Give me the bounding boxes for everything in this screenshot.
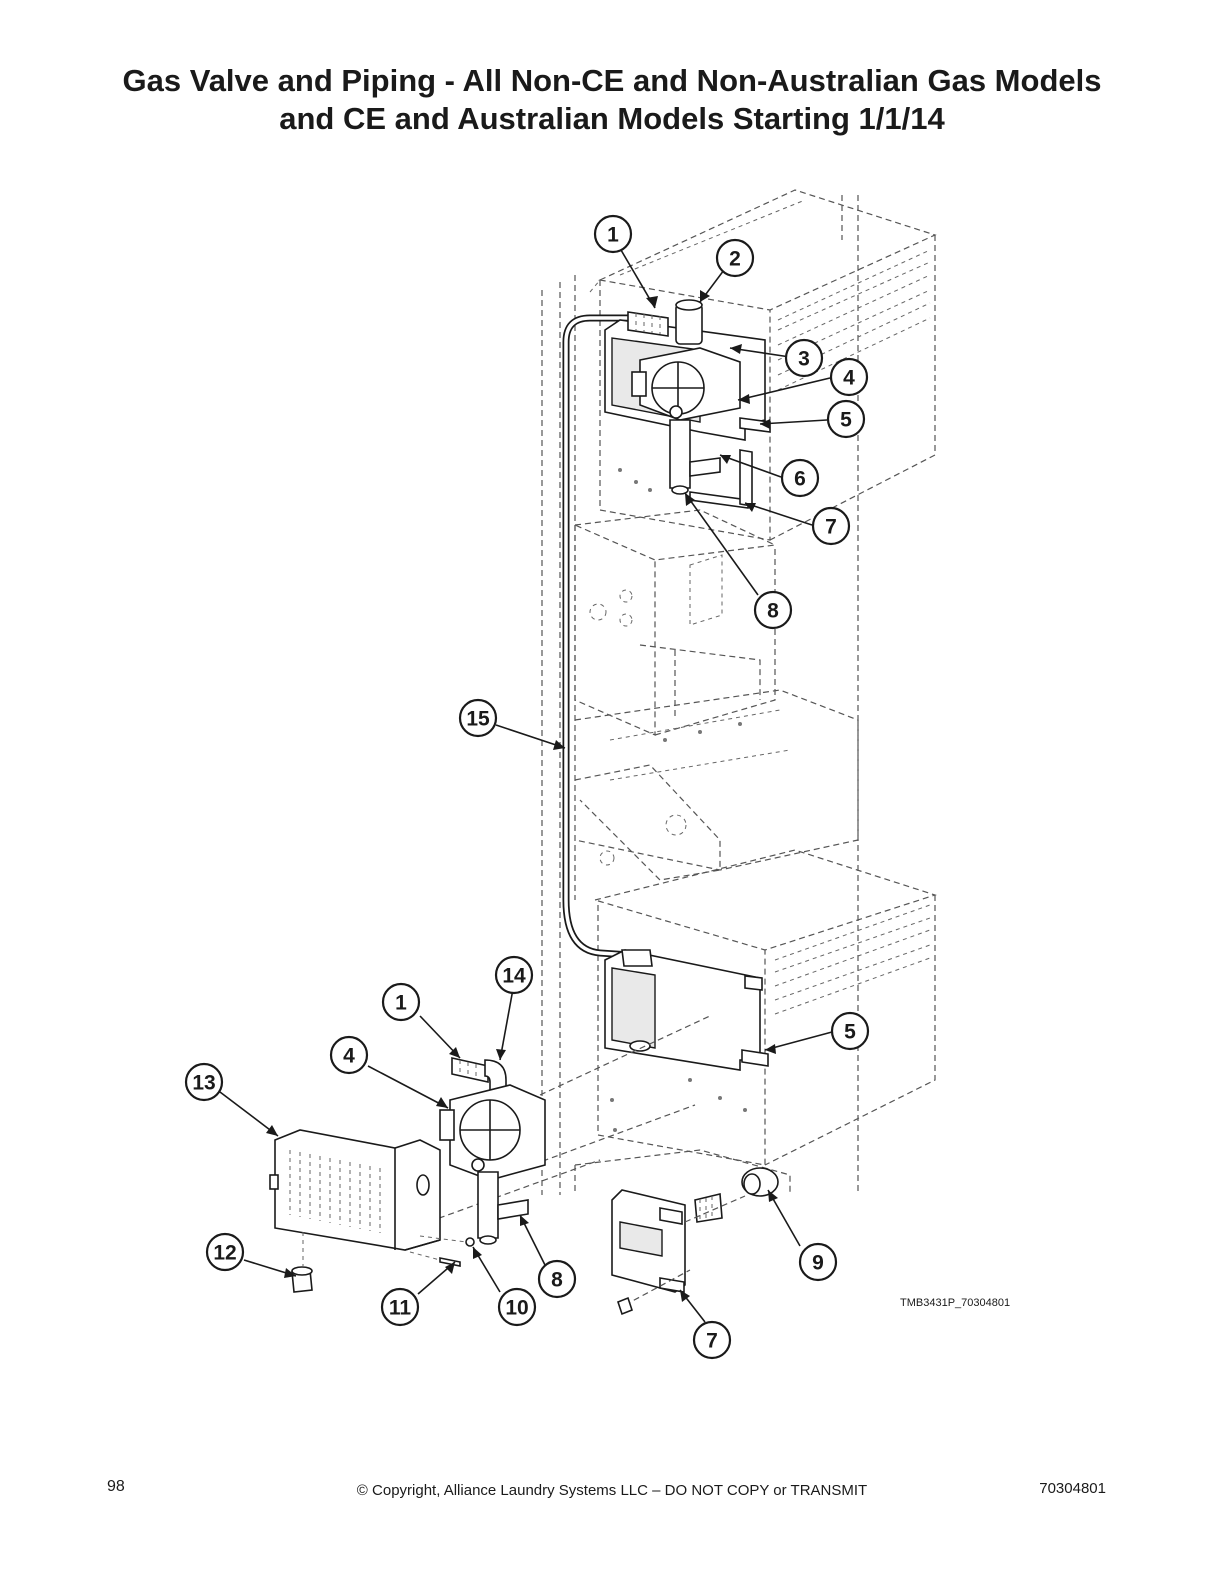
svg-text:5: 5	[844, 1021, 856, 1044]
svg-text:10: 10	[505, 1297, 528, 1320]
svg-text:5: 5	[840, 409, 852, 432]
svg-text:6: 6	[794, 468, 806, 491]
svg-text:14: 14	[502, 965, 526, 988]
callout-4-lower: 4	[329, 1035, 369, 1075]
svg-text:7: 7	[825, 516, 837, 539]
callout-7-upper: 7	[811, 506, 851, 546]
callout-1-lower: 1	[381, 982, 421, 1022]
callout-11: 11	[380, 1287, 420, 1327]
callout-5-lower: 5	[830, 1011, 870, 1051]
svg-text:3: 3	[798, 348, 810, 371]
callout-leader-lines	[219, 249, 833, 1323]
page-title: Gas Valve and Piping - All Non-CE and No…	[0, 62, 1224, 138]
svg-text:15: 15	[466, 708, 490, 731]
callout-12: 12	[205, 1232, 245, 1272]
svg-text:8: 8	[767, 600, 779, 623]
callout-1-upper: 1	[593, 214, 633, 254]
callout-4-upper: 4	[829, 357, 869, 397]
callout-14: 14	[494, 955, 534, 995]
callout-3: 3	[784, 338, 824, 378]
svg-text:1: 1	[395, 992, 407, 1015]
copyright-notice: © Copyright, Alliance Laundry Systems LL…	[356, 1482, 868, 1499]
svg-text:4: 4	[843, 367, 855, 390]
callout-9: 9	[798, 1242, 838, 1282]
callout-15: 15	[458, 698, 498, 738]
callout-8-upper: 8	[753, 590, 793, 630]
title-line-1: Gas Valve and Piping - All Non-CE and No…	[122, 63, 1102, 98]
document-number: 70304801	[1039, 1480, 1106, 1497]
svg-text:9: 9	[812, 1252, 824, 1275]
callout-2: 2	[715, 238, 755, 278]
callout-10: 10	[497, 1287, 537, 1327]
lower-gas-valve-assembly	[269, 1014, 713, 1293]
callout-7-lower: 7	[692, 1320, 732, 1360]
ignitor-bracket-assembly	[611, 1167, 779, 1316]
svg-text:7: 7	[706, 1330, 718, 1353]
callout-6: 6	[780, 458, 820, 498]
svg-text:2: 2	[729, 248, 741, 271]
svg-text:1: 1	[607, 224, 619, 247]
svg-text:11: 11	[389, 1297, 412, 1320]
diagram-reference-code: TMB3431P_70304801	[900, 1297, 1010, 1309]
callout-8-lower: 8	[537, 1259, 577, 1299]
page-number: 98	[107, 1478, 125, 1495]
callout-13: 13	[184, 1062, 224, 1102]
lower-mounting-bracket	[604, 949, 769, 1071]
gas-supply-pipe	[562, 314, 636, 959]
callout-5-upper: 5	[826, 399, 866, 439]
svg-text:4: 4	[343, 1045, 355, 1068]
svg-text:8: 8	[551, 1269, 563, 1292]
upper-gas-valve-assembly	[604, 299, 771, 509]
svg-text:12: 12	[213, 1242, 236, 1265]
svg-text:13: 13	[192, 1072, 215, 1095]
cabinet-frame	[541, 189, 937, 1195]
title-line-2: and CE and Australian Models Starting 1/…	[279, 101, 945, 136]
